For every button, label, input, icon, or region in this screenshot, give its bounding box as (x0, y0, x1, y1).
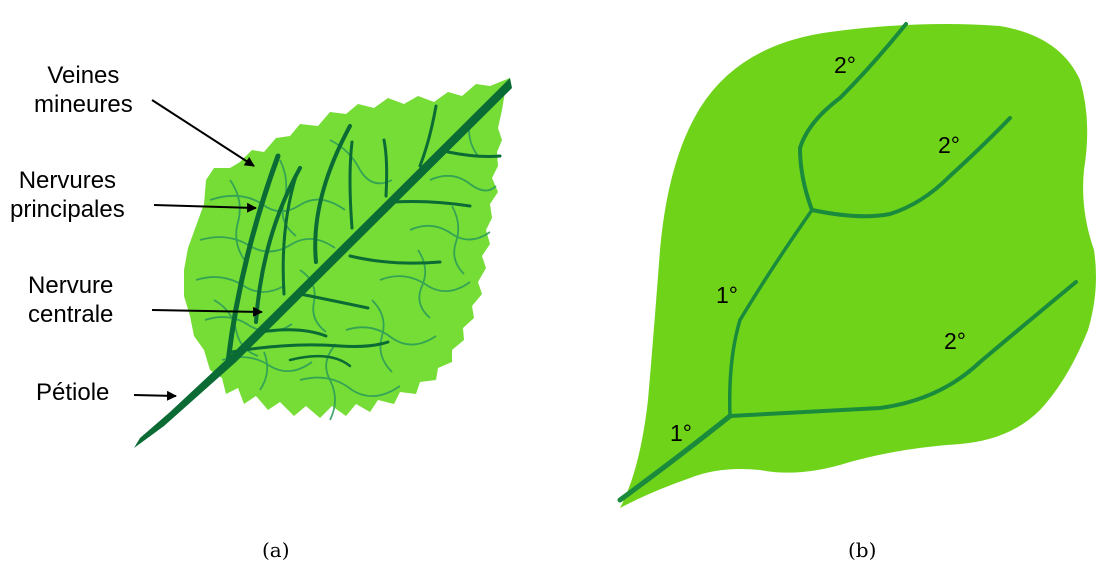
caption-b: (b) (848, 538, 876, 562)
label-midrib: Nervure centrale (28, 272, 113, 330)
label-minor-veins-line2: mineures (34, 91, 133, 120)
label-minor-veins-line1: Veines (34, 62, 133, 91)
label-petiole: Pétiole (36, 379, 109, 408)
label-midrib-line2: centrale (28, 301, 113, 330)
label-major-veins-line2: principales (10, 196, 125, 225)
label-secondary-top: 2° (834, 52, 856, 79)
label-secondary-middle: 2° (938, 132, 960, 159)
arrow-minor-veins (152, 100, 254, 166)
label-midrib-line1: Nervure (28, 272, 113, 301)
caption-a: (a) (262, 538, 290, 562)
label-primary-upper: 1° (716, 282, 738, 309)
label-major-veins-line1: Nervures (10, 167, 125, 196)
leaf-a (134, 78, 512, 448)
label-primary-lower: 1° (670, 420, 692, 447)
label-secondary-bottom: 2° (944, 328, 966, 355)
label-minor-veins: Veines mineures (34, 62, 133, 120)
arrow-petiole (134, 395, 176, 396)
label-major-veins: Nervures principales (10, 167, 125, 225)
